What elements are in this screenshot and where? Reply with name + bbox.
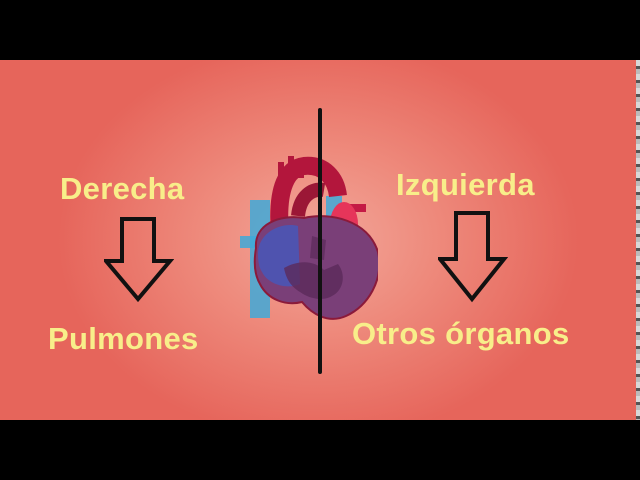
slide-stage: Derecha Izquierda Pulmones Otros órganos	[0, 60, 636, 420]
edge-artifact-strip	[636, 60, 640, 420]
lungs-label: Pulmones	[48, 321, 199, 356]
down-arrow-icon	[104, 217, 174, 303]
down-arrow-icon	[438, 211, 508, 303]
right-side-heading: Derecha	[60, 171, 185, 206]
letterbox-bottom	[0, 420, 640, 480]
center-divider-line	[318, 108, 322, 374]
other-organs-label: Otros órganos	[352, 316, 570, 351]
left-side-heading: Izquierda	[396, 167, 535, 202]
letterbox-top	[0, 0, 640, 60]
heart-illustration-icon	[240, 156, 378, 320]
